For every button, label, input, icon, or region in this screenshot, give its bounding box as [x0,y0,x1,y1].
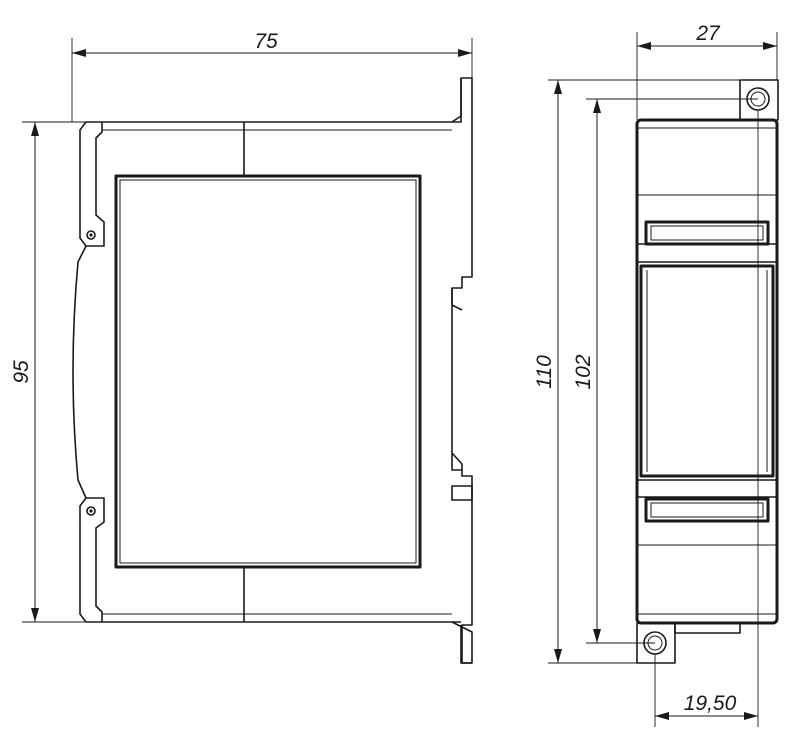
front-panel-inner [119,179,417,564]
side-body-height-label: 102 [572,354,595,389]
din-latch [451,485,473,501]
din-clip-bottom [451,621,473,664]
front-height-dimension: 95 [10,121,86,623]
screw-top-dot-icon [89,233,93,237]
front-housing-outline [86,77,473,664]
front-view [72,77,473,664]
din-clip-mid [451,288,463,471]
bottom-rail-tab [674,623,741,634]
side-body-outline [635,118,779,625]
side-hole-spacing-label: 19,50 [684,692,737,715]
front-width-dimension: 75 [71,30,473,122]
side-width-dimension: 27 [636,22,778,120]
side-window [639,264,775,478]
lower-terminal-slot [644,497,770,523]
front-left-profile [72,121,105,623]
side-body-height-dimension: 102 [572,98,758,644]
top-mount-ear [739,79,779,121]
front-width-label: 75 [254,30,278,53]
upper-terminal-slot-inner [650,225,764,241]
front-height-label: 95 [10,360,33,384]
side-total-height-dimension: 110 [533,79,740,664]
din-clip-top [451,78,462,123]
upper-terminal-slot [644,220,770,246]
side-width-label: 27 [695,22,721,45]
front-panel-outer [114,174,422,569]
side-total-height-label: 110 [533,355,556,389]
screw-top-icon [86,230,96,240]
screw-bottom-dot-icon [89,509,93,513]
lower-terminal-slot-inner [650,502,764,518]
screw-bottom-icon [86,506,96,516]
side-hole-spacing-dimension: 19,50 [654,110,759,727]
side-view [635,79,779,664]
